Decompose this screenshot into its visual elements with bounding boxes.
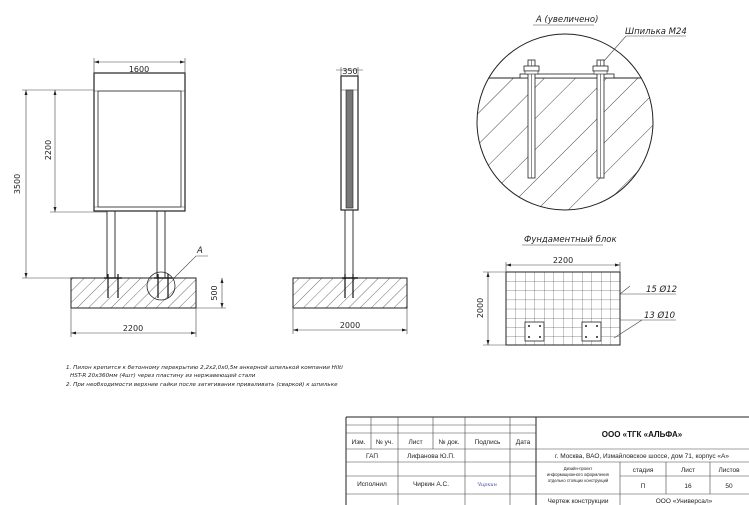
tb-sheet-label: Лист [681,467,695,474]
dim-foundation-plan-height: 2000 [476,298,485,318]
tb-stage: П [641,483,646,490]
tb-project-desc-2: информационного оформления [547,472,609,477]
tb-header-date: Дата [516,439,531,446]
dim-side-width: 350 [342,67,357,76]
tb-header-sheet: Лист [408,439,422,446]
title-block: Изм. № уч. Лист № док. Подпись Дата ГАП … [345,416,749,505]
dim-panel-width: 1600 [129,65,149,74]
foundation-plan: Фундаментный блок 2200 2000 15 Ø12 13 Ø1… [476,235,677,346]
tb-name-exec: Чиркин А.С. [413,481,449,488]
tb-sheets-label: Листов [718,467,740,474]
tb-header-count: № уч. [376,439,393,446]
tb-name-gap: Лифанова Ю.П. [407,453,455,460]
rebar-grid [505,271,621,346]
rebar-label-2: 13 Ø10 [644,310,675,321]
tb-project-desc-3: отдельно стоящих конструкций [548,478,609,483]
front-leg-left [106,210,116,279]
tb-header-docnum: № док. [439,439,460,446]
note-line-1: 1. Пилон крепится к бетонному перекрытию… [66,365,343,371]
callout-label: A [196,246,203,256]
side-view: 350 2000 [292,67,408,334]
tb-signature: Чиркин [477,482,497,488]
tb-stage-label: стадия [633,467,654,474]
foundation-title: Фундаментный блок [524,235,618,245]
dim-side-foundation-width: 2000 [340,321,360,330]
dim-foundation-depth: 500 [210,285,219,300]
rebar-label-1: 15 Ø12 [646,284,677,295]
note-line-3: 2. При необходимости верхние гайки после… [66,382,338,388]
note-line-2: HST-R 20х360мм (4шт) через пластину из н… [70,373,256,379]
signboard-panel [93,72,186,212]
tb-role-gap: ГАП [366,453,378,460]
side-leg [344,209,354,279]
dim-total-height: 3500 [13,174,22,194]
tb-header-signature: Подпись [475,439,501,446]
tb-header-rev: Изм. [352,439,366,446]
dim-front-foundation-width: 2200 [123,324,143,333]
anchor-plate-right [581,321,602,342]
tb-project-desc-1: Дизайн-проект [564,466,593,471]
front-foundation-block [70,277,197,309]
anchor-plate-left [524,321,545,342]
detail-a-view: A (увеличено) Шпилька М24 [476,15,687,211]
tb-drawing-name: Чертеж конструкции [548,498,609,505]
dim-foundation-plan-width: 2200 [553,256,573,265]
tb-sheet: 16 [684,483,692,490]
tb-organization: ООО «Универсал» [656,498,713,505]
detail-circle [476,33,654,211]
side-foundation-block [292,277,408,309]
stud-label: Шпилька М24 [625,27,687,37]
detail-title: A (увеличено) [535,15,598,25]
detail-callout-circle [146,271,176,301]
tb-address: г. Москва, ВАО, Измайловское шоссе, дом … [555,452,729,460]
front-leg-right [156,210,166,279]
tb-company: ООО «ТГК «АЛЬФА» [602,430,683,439]
tb-role-exec: Исполнил [357,481,387,488]
front-view: A 1600 3500 2200 500 2200 [13,58,226,337]
tb-sheets: 50 [725,483,733,490]
notes: 1. Пилон крепится к бетонному перекрытию… [66,365,343,388]
signboard-inner-frame [97,90,182,208]
dim-panel-height: 2200 [44,140,53,160]
